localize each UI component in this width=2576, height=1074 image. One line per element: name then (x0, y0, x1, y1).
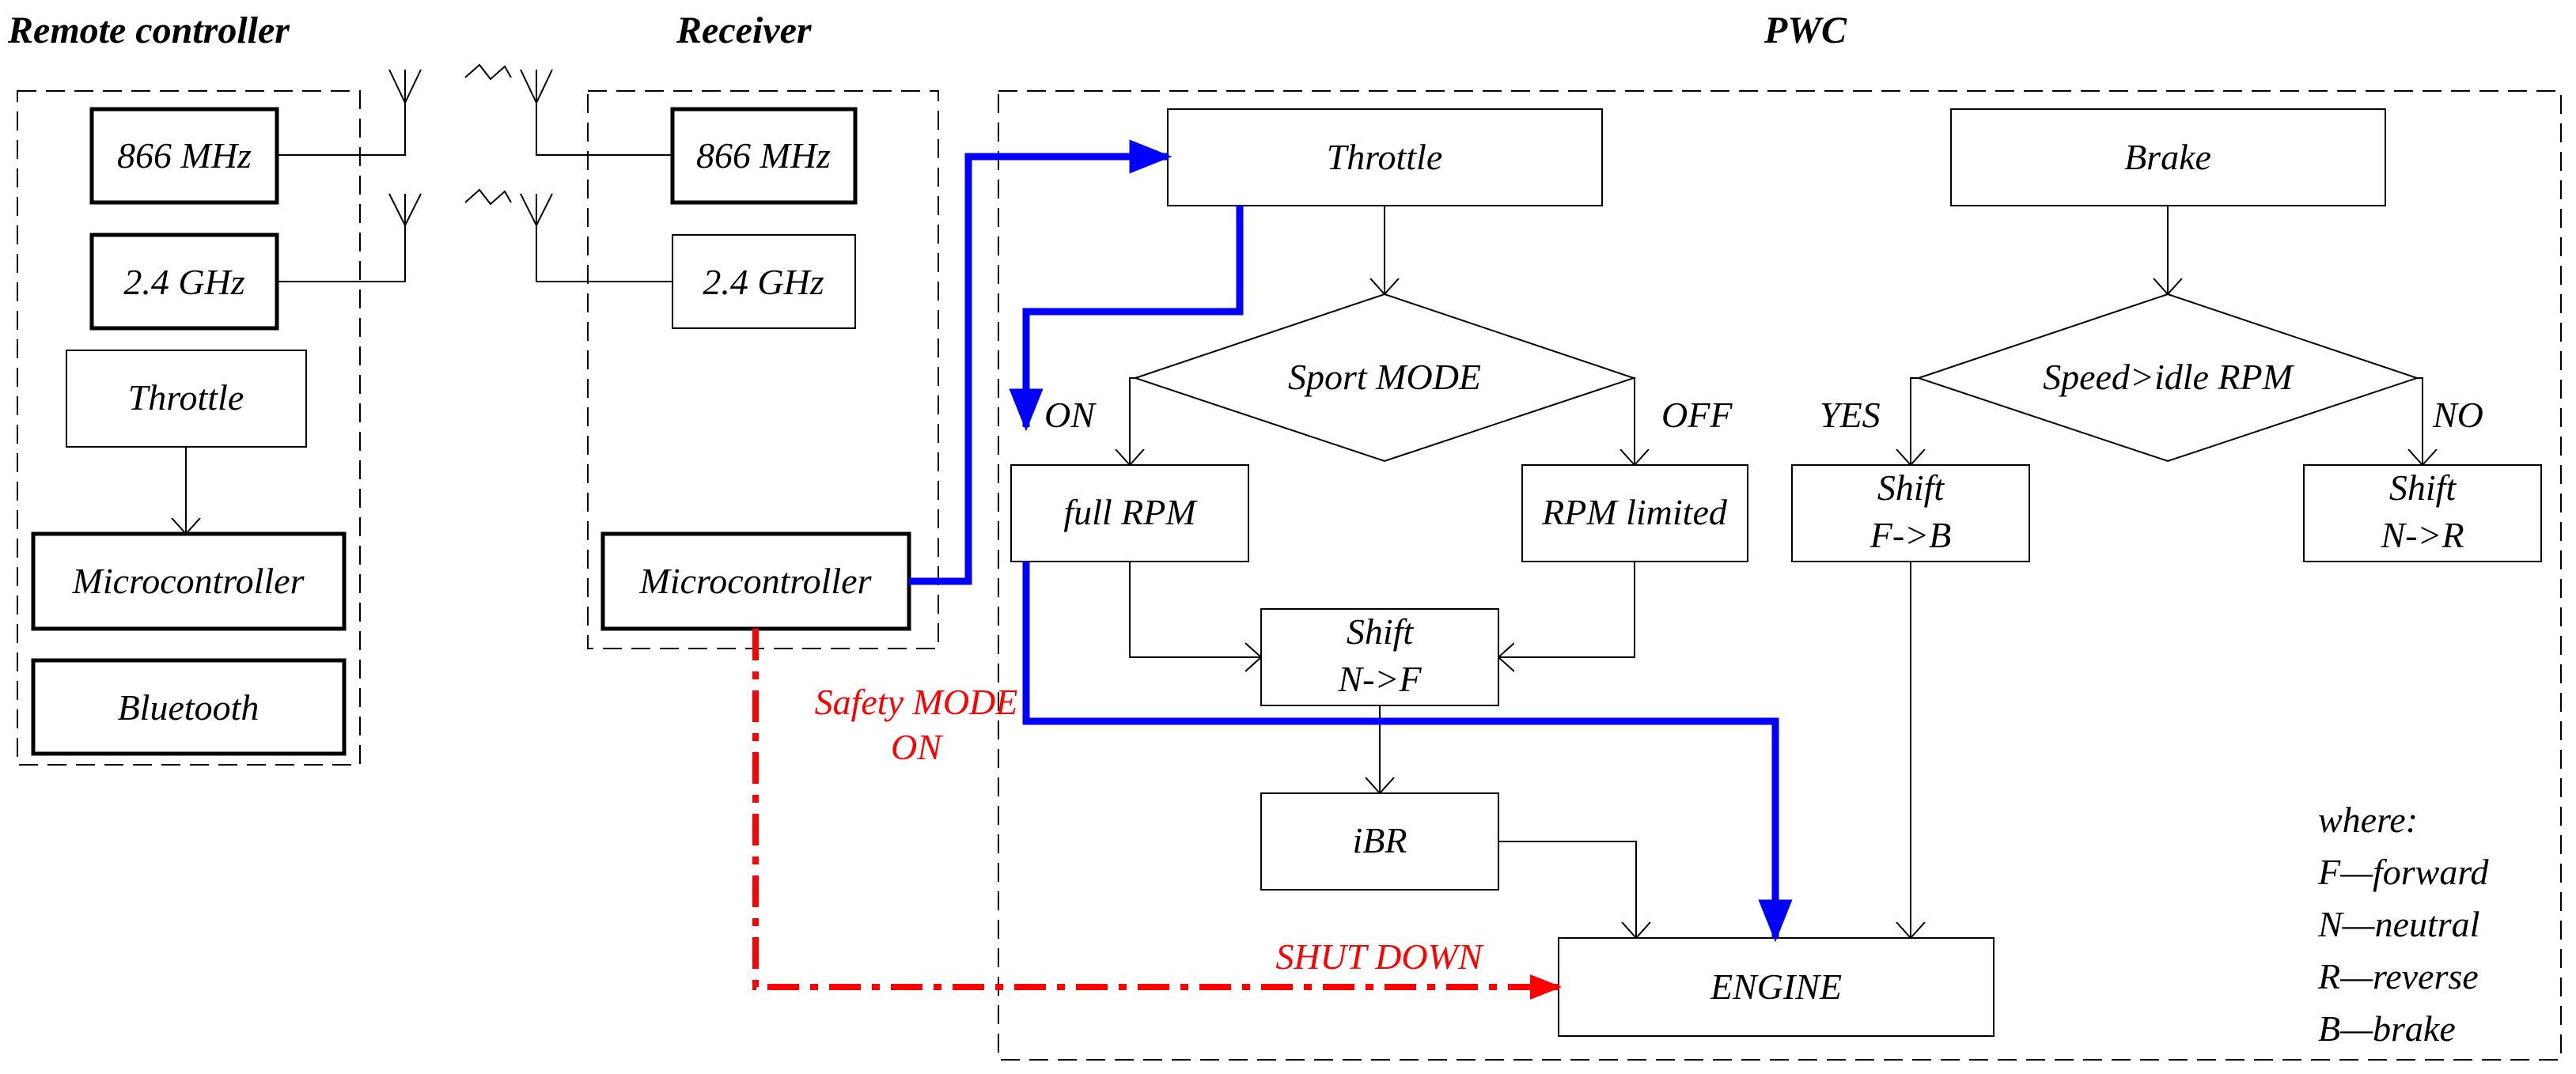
shift-nr-label-2: N->R (2380, 515, 2464, 555)
receiver-24ghz-box (672, 234, 856, 329)
legend-item-forward: F—forward (2317, 852, 2490, 892)
off-label: OFF (1661, 395, 1733, 435)
remote-throttle-label: Throttle (128, 377, 244, 418)
speed-idle-diamond (1915, 293, 2420, 463)
remote-bluetooth-box (31, 658, 347, 756)
signal-path (909, 139, 1793, 943)
remote-microcontroller-label: Microcontroller (72, 561, 305, 601)
safety-shutdown-path (752, 629, 1562, 1000)
receiver-866mhz-box (670, 107, 858, 205)
pwc-brake-label: Brake (2124, 137, 2211, 177)
shutdown-label: SHUT DOWN (1275, 936, 1483, 977)
shift-nr-label-1: Shift (2389, 467, 2457, 508)
pwc-group (998, 90, 2562, 1061)
shift-nf-label-1: Shift (1347, 611, 1415, 652)
shift-fb-box (1791, 464, 2030, 562)
pwc-throttle-label: Throttle (1327, 137, 1443, 177)
remote-866mhz-label: 866 MHz (117, 135, 252, 176)
safety-mode-label-2: ON (891, 727, 943, 767)
yes-label: YES (1820, 395, 1881, 435)
pwc-throttle-box (1167, 108, 1603, 206)
rpm-limited-label: RPM limited (1541, 492, 1728, 532)
no-label: NO (2432, 395, 2483, 435)
pwc-brake-box (1950, 108, 2386, 206)
shift-nf-label-2: N->F (1337, 659, 1422, 699)
receiver-group (587, 90, 939, 649)
remote-throttle-box (66, 350, 307, 448)
full-rpm-label: full RPM (1063, 492, 1198, 532)
remote-controller-title: Remote controller (7, 9, 290, 51)
ibr-box (1260, 792, 1499, 891)
speed-idle-label: Speed>idle RPM (2043, 357, 2295, 397)
antenna-icons (277, 63, 672, 282)
legend-title: where: (2318, 800, 2418, 840)
sport-mode-label: Sport MODE (1288, 357, 1481, 397)
remote-866mhz-box (89, 107, 279, 205)
ibr-label: iBR (1353, 820, 1407, 860)
engine-box (1558, 937, 1995, 1037)
shift-nr-box (2303, 464, 2542, 562)
legend-item-reverse: R—reverse (2317, 956, 2479, 996)
shift-fb-label-2: F->B (1869, 515, 1952, 555)
remote-microcontroller-box (31, 531, 347, 631)
engine-label: ENGINE (1710, 966, 1842, 1007)
shift-nf-box (1260, 608, 1499, 706)
shift-fb-label-1: Shift (1877, 467, 1945, 508)
full-rpm-box (1010, 464, 1249, 562)
remote-bluetooth-label: Bluetooth (118, 687, 259, 728)
flow-connectors (1130, 206, 2423, 938)
on-label: ON (1044, 395, 1097, 435)
legend-item-brake: B—brake (2318, 1008, 2456, 1049)
legend-item-neutral: N—neutral (2317, 904, 2479, 944)
remote-24ghz-label: 2.4 GHz (123, 262, 244, 302)
rpm-limited-box (1521, 464, 1748, 562)
legend: where: F—forward N—neutral R—reverse B—b… (2317, 800, 2490, 1049)
safety-mode-label-1: Safety MODE (815, 682, 1018, 722)
remote-controller-group (17, 90, 361, 766)
receiver-866mhz-label: 866 MHz (696, 135, 831, 176)
remote-24ghz-box (89, 233, 279, 331)
receiver-24ghz-label: 2.4 GHz (703, 262, 824, 302)
pwc-title: PWC (1763, 9, 1847, 51)
receiver-title: Receiver (676, 9, 813, 51)
receiver-microcontroller-label: Microcontroller (639, 561, 873, 601)
sport-mode-diamond (1132, 293, 1637, 463)
